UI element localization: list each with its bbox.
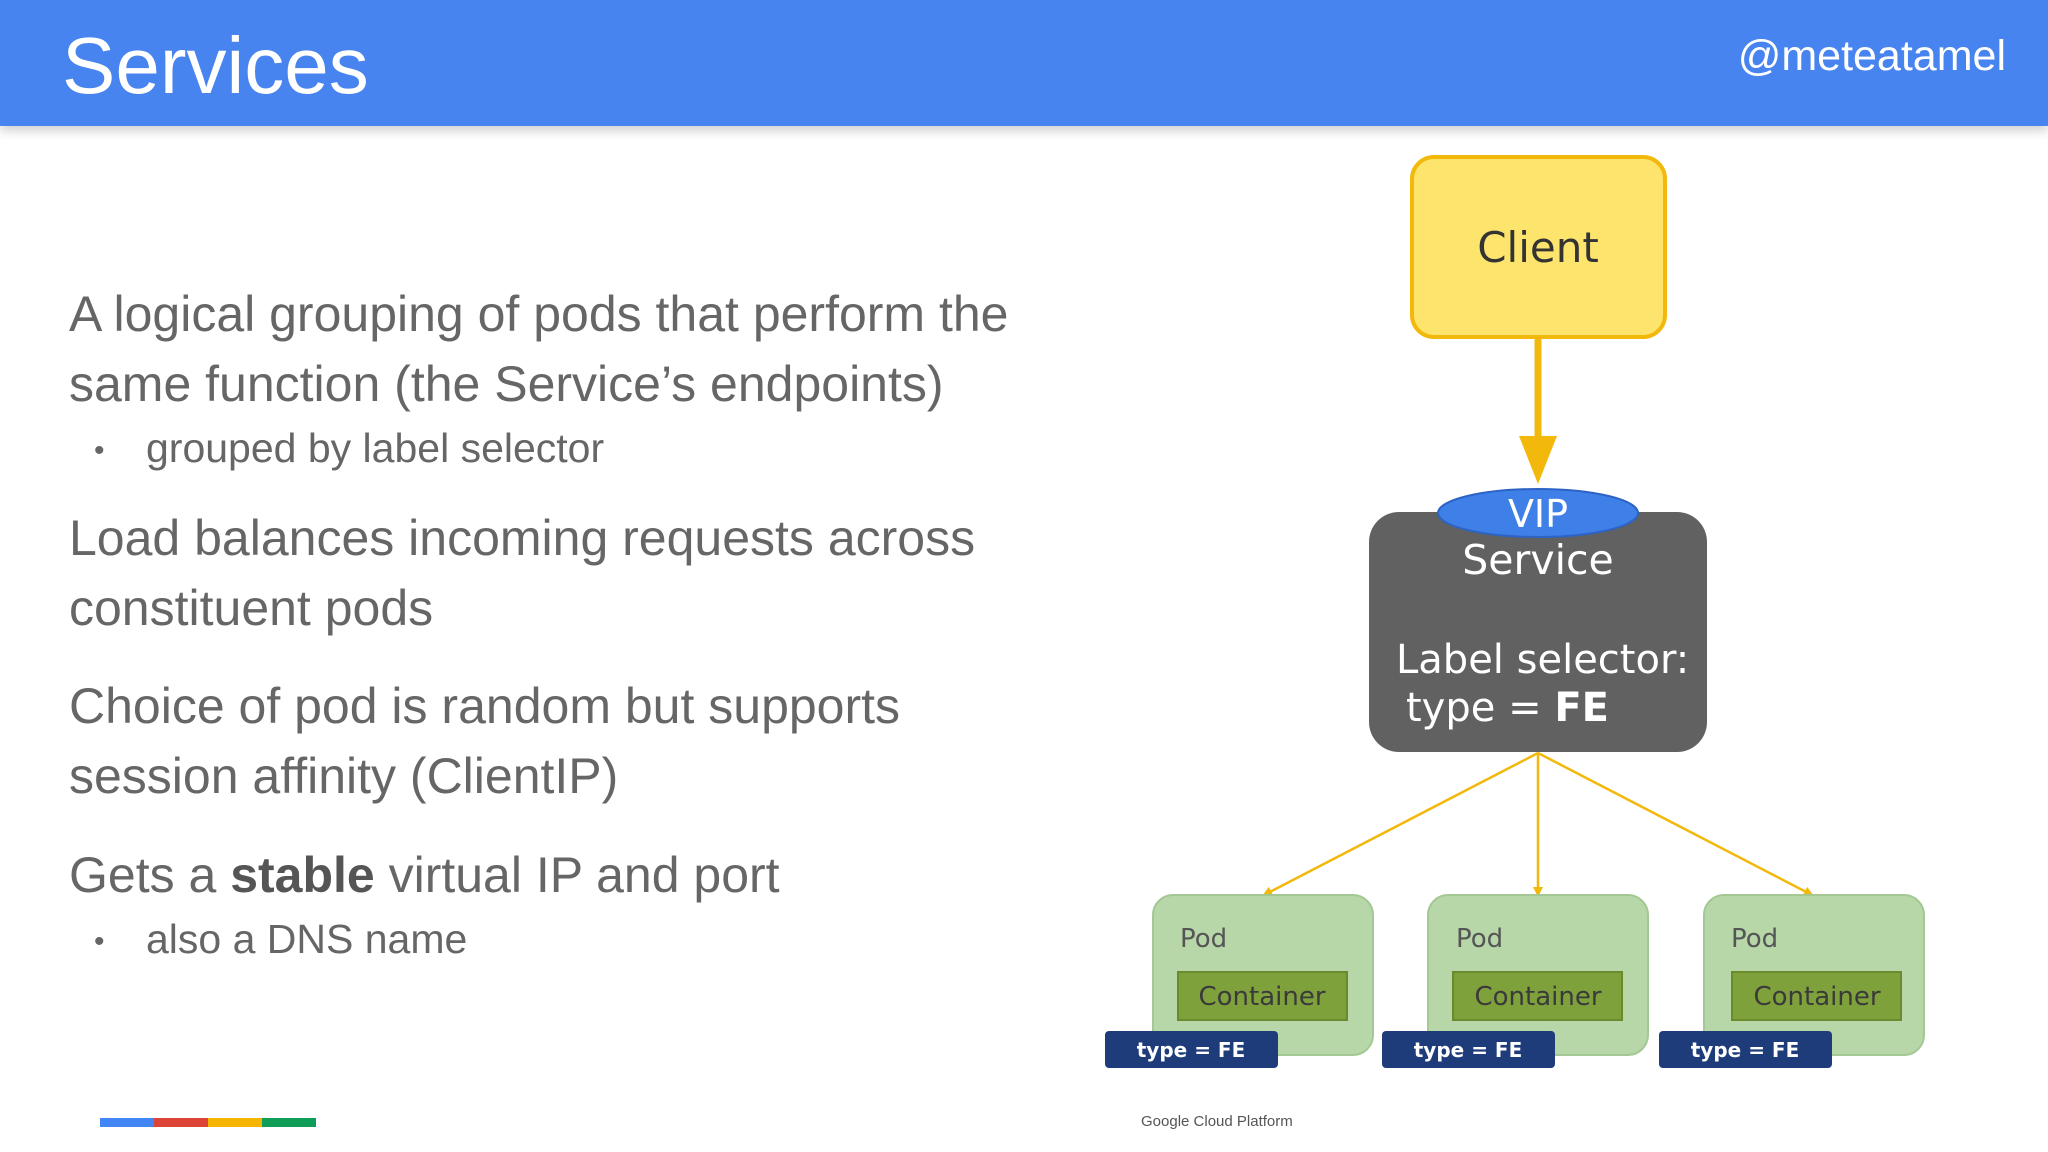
label-tag (1105, 1031, 1278, 1068)
point-3: Choice of pod is random but supports ses… (69, 671, 1079, 811)
point-3-line-1: Choice of pod is random but supports (69, 678, 901, 734)
point-4-sub-text: also a DNS name (146, 916, 468, 962)
pod-label: Pod (1456, 924, 1503, 954)
gcp-color-bar (100, 1118, 316, 1127)
pod-label: Pod (1180, 924, 1227, 954)
container-box (1177, 971, 1348, 1021)
pod-link-3 (1537, 751, 1814, 897)
point-2: Load balances incoming requests across c… (69, 503, 1079, 643)
gcp-bar-red (154, 1118, 208, 1127)
selector-key: type = (1406, 685, 1554, 731)
twitter-handle: @meteatamel (1737, 32, 2006, 80)
client-arrow-head (1519, 436, 1557, 484)
point-3-line-2: session affinity (ClientIP) (69, 748, 619, 804)
label-tag (1659, 1031, 1832, 1068)
platform-footer: Google Cloud Platform (1141, 1113, 1293, 1130)
pod-2: Pod Container type = FE (1382, 894, 1649, 1068)
client-box (1410, 155, 1667, 339)
label-tag-text: type = FE (1137, 1038, 1246, 1062)
point-4-bold: stable (230, 847, 375, 903)
container-label: Container (1474, 982, 1601, 1012)
label-tag (1382, 1031, 1555, 1068)
selector-expression: type = FE (1406, 685, 1609, 731)
bullet-icon: • (94, 925, 105, 959)
label-tag-text: type = FE (1414, 1038, 1523, 1062)
point-2-line-2: constituent pods (69, 580, 434, 636)
pod-3: Pod Container type = FE (1659, 894, 1925, 1068)
point-1-sub-bullet: • grouped by label selector (94, 420, 604, 479)
point-1-line-1: A logical grouping of pods that perform … (69, 286, 1009, 342)
point-4-sub-bullet: • also a DNS name (94, 911, 467, 970)
bullet-icon: • (94, 434, 105, 468)
point-4-prefix: Gets a (69, 847, 231, 903)
service-box (1369, 512, 1707, 752)
point-1-sub-text: grouped by label selector (146, 425, 605, 471)
pod-link-1 (1262, 751, 1539, 897)
gcp-bar-yellow (208, 1118, 262, 1127)
point-4-suffix: virtual IP and port (374, 847, 780, 903)
slide-title: Services (62, 21, 369, 110)
container-box (1452, 971, 1623, 1021)
header-bar: Services @meteatamel (0, 0, 2048, 126)
point-1: A logical grouping of pods that perform … (69, 279, 1079, 419)
client-label: Client (1477, 223, 1599, 272)
label-tag-text: type = FE (1691, 1038, 1800, 1062)
pod-1: Pod Container type = FE (1105, 894, 1374, 1068)
point-4: Gets a stable virtual IP and port (69, 840, 1079, 910)
vip-ellipse (1437, 488, 1639, 538)
selector-label: Label selector: (1396, 637, 1689, 683)
gcp-bar-green (262, 1118, 316, 1127)
service-label: Service (1462, 536, 1614, 584)
container-label: Container (1198, 982, 1325, 1012)
vip-label: VIP (1508, 492, 1568, 536)
point-1-line-2: same function (the Service’s endpoints) (69, 356, 944, 412)
selector-value: FE (1554, 685, 1609, 731)
pod-label: Pod (1731, 924, 1778, 954)
gcp-bar-blue (100, 1118, 154, 1127)
container-label: Container (1753, 982, 1880, 1012)
point-2-line-1: Load balances incoming requests across (69, 510, 976, 566)
container-box (1731, 971, 1902, 1021)
